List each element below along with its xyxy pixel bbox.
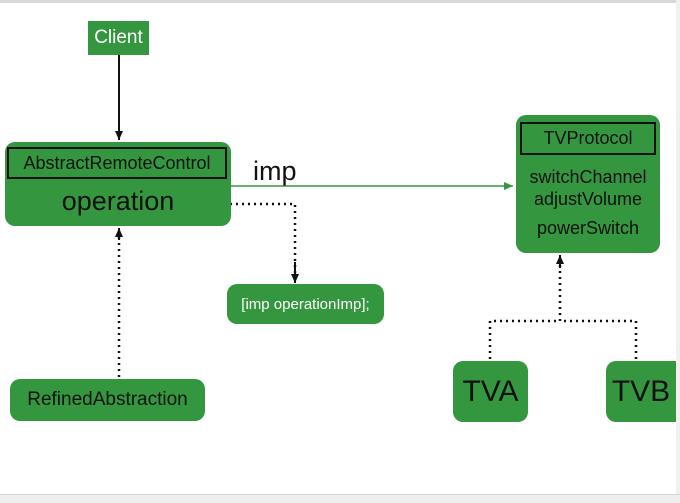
protocol-method: adjustVolume	[533, 189, 643, 209]
abstraction-title: AbstractRemoteControl	[7, 147, 227, 179]
tva-to-protocol-dotted-line	[488, 319, 560, 359]
client-label: Client	[94, 27, 143, 48]
window-bottom-border	[0, 494, 680, 503]
window-top-border	[0, 0, 680, 3]
protocol-method: switchChannel	[529, 167, 647, 187]
abstraction-method: operation	[61, 185, 175, 216]
concrete-b-node: TVB	[606, 361, 676, 422]
operation-impl-label: [imp operationImp];	[241, 295, 370, 313]
window-right-border	[676, 0, 680, 502]
tvb-to-protocol-dotted-line	[560, 319, 638, 359]
operation-to-impl-dotted-arrow	[200, 202, 297, 282]
implementor-reference-label: imp	[253, 156, 297, 186]
concrete-a-node: TVA	[453, 361, 528, 422]
protocol-node: TVProtocol switchChannel adjustVolume po…	[516, 115, 660, 253]
protocol-title: TVProtocol	[520, 122, 656, 155]
refined-abstraction-label: RefinedAbstraction	[27, 389, 188, 410]
concrete-a-label: TVA	[462, 374, 519, 408]
operation-impl-node: [imp operationImp];	[227, 284, 384, 324]
protocol-method: powerSwitch	[536, 218, 640, 238]
refined-abstraction-node: RefinedAbstraction	[10, 379, 205, 421]
concrete-b-label: TVB	[611, 374, 671, 408]
abstraction-node: AbstractRemoteControl operation	[5, 142, 231, 226]
client-node: Client	[88, 21, 149, 55]
